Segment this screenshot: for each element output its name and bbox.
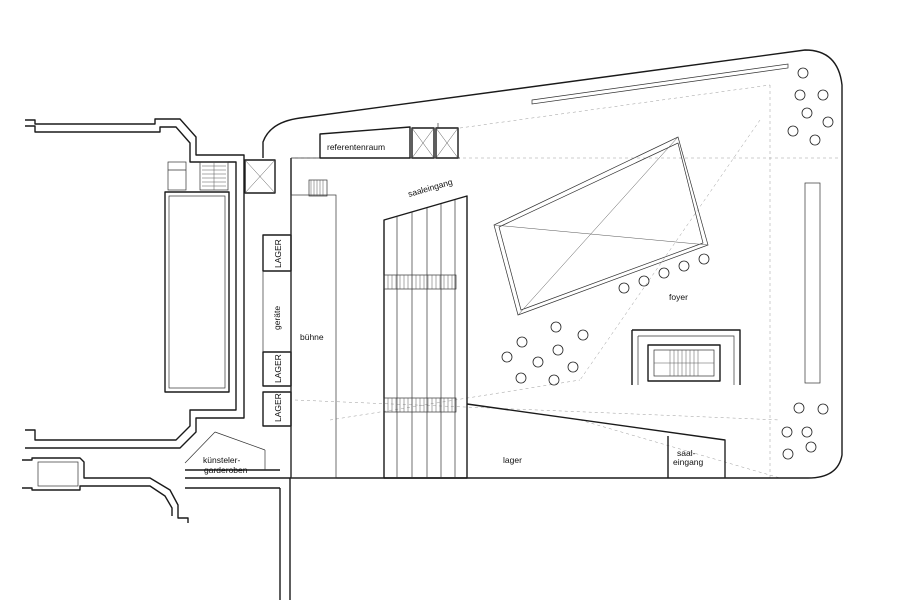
label-lager-2: LAGER [273,354,283,383]
stair-core [631,329,741,385]
label-lager-bottom: lager [503,455,522,465]
auditorium-seating [383,195,468,479]
label-lager-3: LAGER [273,393,283,422]
lift-west [244,159,276,194]
stage [290,179,337,479]
label-kuenstler-2: garderoben [204,465,248,475]
label-referentenraum: referentenraum [327,142,385,152]
lager-room [466,403,726,478]
label-kuenstler-1: künsteler- [203,455,240,465]
trees [501,67,834,460]
label-lager-1: LAGER [273,239,283,268]
existing-building-west [25,118,245,449]
foyer-canopy [493,136,709,316]
label-saaleingang-top: saaleingang [407,177,454,199]
south-corridor [184,431,291,600]
referentenraum-block [319,123,459,159]
benches [531,63,821,384]
label-buehne: bühne [300,332,324,342]
label-geraete: geräte [272,306,282,330]
label-saaleingang-bottom-2: eingang [673,457,704,467]
label-saaleingang-bottom-1: saal- [677,448,696,458]
building-outline [262,49,843,479]
label-foyer: foyer [669,292,688,302]
existing-building-southwest [22,457,189,523]
